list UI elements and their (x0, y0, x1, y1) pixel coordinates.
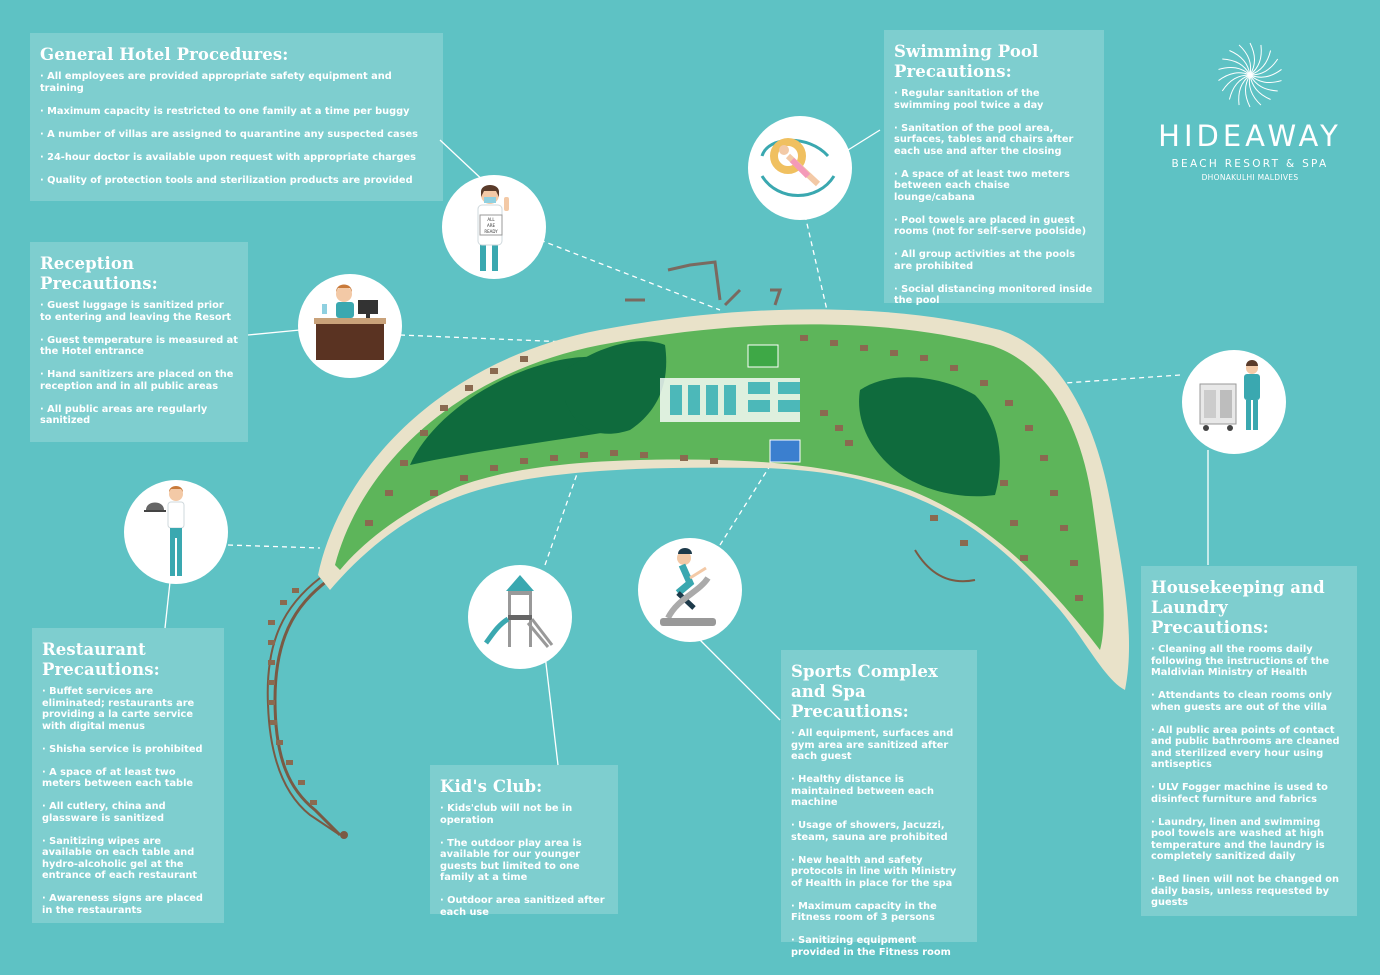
kids-club-panel: Kid's Club: Kids'club will not be in ope… (430, 765, 618, 918)
doctor-sign-line-1: ALL (487, 217, 495, 222)
kids-club-title: Kid's Club: (440, 777, 543, 796)
kids-club-list: Kids'club will not be in operationThe ou… (440, 803, 608, 918)
brand-name: HIDEAWAY (1158, 119, 1342, 153)
precaution-item: All cutlery, china and glassware is sani… (42, 801, 214, 824)
playground-circle (468, 565, 572, 669)
precaution-item: Usage of showers, Jacuzzi, steam, sauna … (791, 820, 967, 843)
se-jetty (914, 549, 976, 583)
restaurant-list: Buffet services are eliminated; restaura… (42, 686, 214, 916)
swimming-pool-list: Regular sanitation of the swimming pool … (894, 88, 1094, 307)
sports-spa-panel: Sports Complex and Spa Precautions: All … (781, 650, 977, 958)
precaution-item: Hand sanitizers are placed on the recept… (40, 369, 238, 392)
precaution-item: Kids'club will not be in operation (440, 803, 608, 826)
precaution-item: Buffet services are eliminated; restaura… (42, 686, 214, 732)
precaution-item: A space of at least two meters between e… (894, 169, 1094, 204)
laundry-cart-icon (1199, 360, 1260, 431)
precaution-item: All group activities at the pools are pr… (894, 249, 1094, 272)
waiter-icon (144, 486, 185, 576)
villas (365, 335, 1083, 601)
housekeeping-title: Housekeeping and Laundry Precautions: (1151, 578, 1325, 637)
general-procedures-title: General Hotel Procedures: (40, 45, 289, 64)
restaurant-title: Restaurant Precautions: (42, 640, 160, 679)
precaution-item: A space of at least two meters between e… (42, 767, 214, 790)
precaution-item: Healthy distance is maintained between e… (791, 774, 967, 809)
pool-float-icon (760, 138, 836, 197)
precaution-item: Outdoor area sanitized after each use (440, 895, 608, 918)
sports-spa-list: All equipment, surfaces and gym area are… (791, 728, 967, 958)
doctor-sign-line-2: ARE (487, 223, 496, 228)
housekeeping-circle (1182, 350, 1286, 454)
reception-title: Reception Precautions: (40, 254, 158, 293)
precaution-item: Cleaning all the rooms daily following t… (1151, 644, 1347, 679)
precaution-item: All public areas are regularly sanitized (40, 404, 238, 427)
receptionist-icon (314, 284, 386, 360)
precaution-item: 24-hour doctor is available upon request… (40, 152, 433, 164)
lagoon-east (859, 377, 1000, 497)
swimming-pool-title: Swimming Pool Precautions: (894, 42, 1039, 81)
gym-circle (638, 538, 742, 642)
precaution-item: Maximum capacity is restricted to one fa… (40, 106, 433, 118)
jetty (266, 573, 348, 839)
precaution-item: All equipment, surfaces and gym area are… (791, 728, 967, 763)
general-procedures-panel: General Hotel Procedures: All employees … (30, 33, 443, 201)
precaution-item: Sanitizing wipes are available on each t… (42, 836, 214, 882)
general-procedures-list: All employees are provided appropriate s… (40, 71, 433, 186)
precaution-item: Awareness signs are placed in the restau… (42, 893, 214, 916)
reception-panel: Reception Precautions: Guest luggage is … (30, 242, 248, 442)
brand-subtitle: BEACH RESORT & SPA (1171, 158, 1329, 170)
receptionist-circle (298, 274, 402, 378)
doctor-circle: ALL ARE READY (442, 175, 546, 279)
waiter-circle (124, 480, 228, 584)
forest-west (565, 341, 667, 434)
precaution-item: ULV Fogger machine is used to disinfect … (1151, 782, 1347, 805)
precaution-item: Pool towels are placed in guest rooms (n… (894, 215, 1094, 238)
exercise-bike-icon (660, 548, 716, 626)
housekeeping-panel: Housekeeping and Laundry Precautions: Cl… (1141, 566, 1357, 916)
jetty-villas (268, 588, 317, 805)
precaution-item: Sanitation of the pool area, surfaces, t… (894, 123, 1094, 158)
precaution-item: Bed linen will not be changed on daily b… (1151, 874, 1347, 909)
sports-spa-title: Sports Complex and Spa Precautions: (791, 662, 938, 721)
reception-list: Guest luggage is sanitized prior to ente… (40, 300, 238, 427)
swimming-pool-panel: Swimming Pool Precautions: Regular sanit… (884, 30, 1104, 306)
precaution-item: All public area points of contact and pu… (1151, 725, 1347, 771)
doctor-sign-line-3: READY (484, 229, 498, 234)
precaution-item: All employees are provided appropriate s… (40, 71, 433, 94)
precaution-item: Attendants to clean rooms only when gues… (1151, 690, 1347, 713)
precaution-item: Guest temperature is measured at the Hot… (40, 335, 238, 358)
precaution-item: Guest luggage is sanitized prior to ente… (40, 300, 238, 323)
precaution-item: Quality of protection tools and steriliz… (40, 175, 433, 187)
swirl-icon (1218, 42, 1282, 108)
restaurant-panel: Restaurant Precautions: Buffet services … (32, 628, 224, 923)
pool-circle (748, 116, 852, 220)
precaution-item: Maximum capacity in the Fitness room of … (791, 901, 967, 924)
brand-location: DHONAKULHI MALDIVES (1201, 173, 1299, 182)
precaution-item: Social distancing monitored inside the p… (894, 284, 1094, 307)
precaution-item: Laundry, linen and swimming pool towels … (1151, 817, 1347, 863)
precaution-item: Sanitizing equipment provided in the Fit… (791, 935, 967, 958)
precaution-item: A number of villas are assigned to quara… (40, 129, 433, 141)
doctor-icon: ALL ARE READY (477, 185, 509, 271)
playground-icon (483, 575, 554, 648)
precaution-item: Regular sanitation of the swimming pool … (894, 88, 1094, 111)
precaution-item: New health and safety protocols in line … (791, 855, 967, 890)
north-piers (625, 260, 783, 307)
housekeeping-list: Cleaning all the rooms daily following t… (1151, 644, 1347, 909)
precaution-item: The outdoor play area is available for o… (440, 838, 608, 884)
central-buildings (660, 344, 801, 463)
hideaway-logo: HIDEAWAY BEACH RESORT & SPA DHONAKULHI M… (1145, 40, 1355, 182)
precaution-item: Shisha service is prohibited (42, 744, 214, 756)
